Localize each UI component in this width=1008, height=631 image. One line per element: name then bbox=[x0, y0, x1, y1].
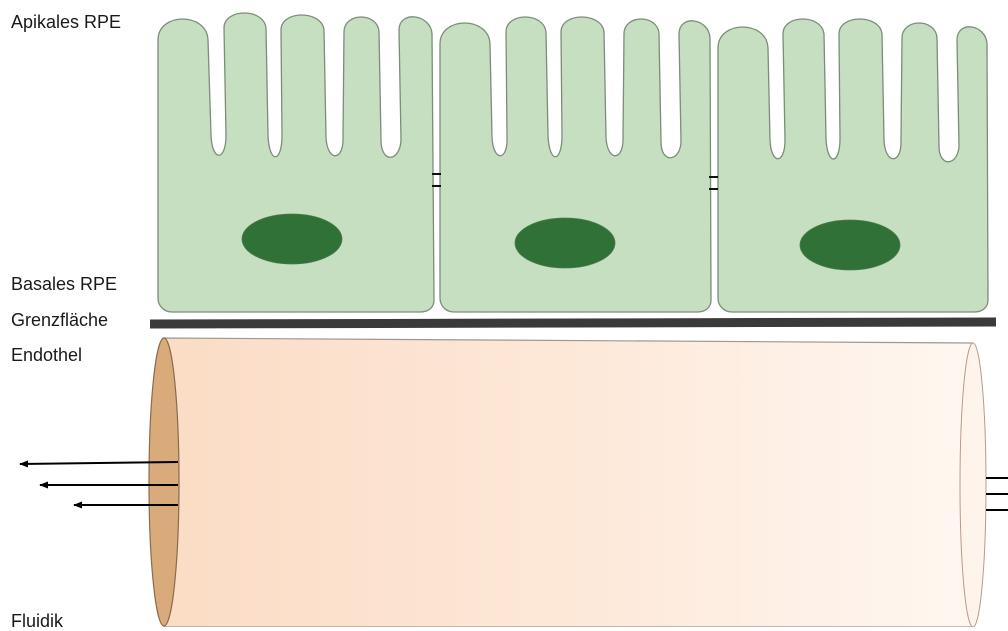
inflow-lines bbox=[986, 478, 1008, 510]
channel-body bbox=[164, 338, 973, 627]
channel-outlet-end bbox=[149, 338, 179, 626]
nucleus bbox=[515, 218, 615, 268]
rpe-cell-2 bbox=[440, 17, 711, 312]
rpe-cell-1 bbox=[158, 13, 434, 312]
channel-inlet-end bbox=[960, 343, 986, 627]
rpe-cell-body bbox=[158, 13, 434, 312]
rpe-cell-3 bbox=[718, 19, 988, 312]
nucleus bbox=[800, 220, 900, 270]
interface-membrane bbox=[150, 322, 996, 324]
fluidic-channel bbox=[149, 338, 986, 627]
nucleus bbox=[242, 214, 342, 264]
